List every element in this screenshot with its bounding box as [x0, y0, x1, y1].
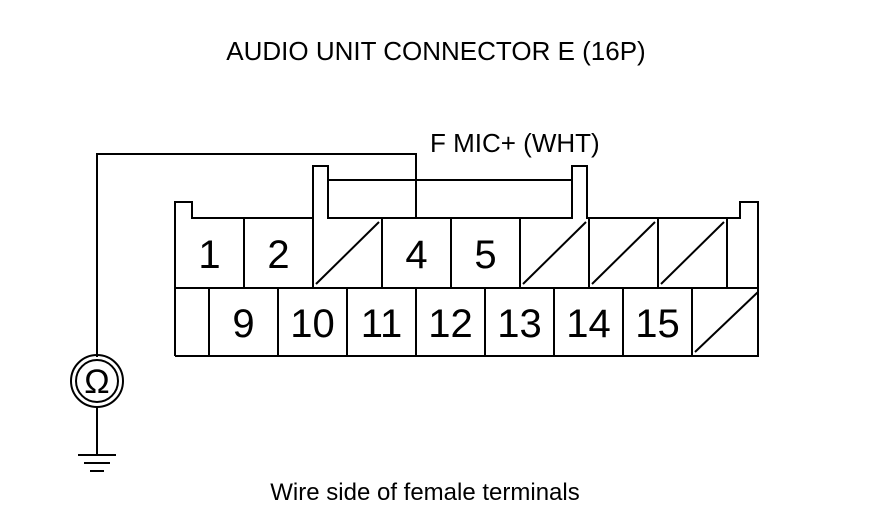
- wire-label: F MIC+ (WHT): [430, 128, 600, 158]
- connector-bottom-row: 9 10 11 12 13 14 15: [208, 288, 759, 356]
- terminal-11: 11: [361, 302, 403, 346]
- terminal-4: 4: [405, 233, 427, 277]
- terminal-14: 14: [566, 302, 611, 346]
- blank-terminal-slash: [315, 221, 380, 285]
- blank-terminal-slash: [660, 221, 725, 285]
- terminal-1: 1: [198, 233, 220, 277]
- blank-terminal-slash: [522, 221, 587, 285]
- diagram-title: AUDIO UNIT CONNECTOR E (16P): [226, 36, 645, 66]
- housing-outline: [174, 165, 759, 357]
- blank-terminal-slash: [591, 221, 656, 285]
- blank-terminal-slash: [694, 291, 759, 353]
- ohmmeter-icon: Ω: [70, 354, 124, 408]
- test-lead-wire: [96, 153, 417, 357]
- terminal-12: 12: [428, 302, 473, 346]
- terminal-10: 10: [290, 302, 335, 346]
- terminal-2: 2: [267, 233, 289, 277]
- terminal-15: 15: [635, 302, 680, 346]
- diagram-caption: Wire side of female terminals: [270, 479, 579, 506]
- ohm-symbol: Ω: [84, 363, 109, 401]
- terminal-13: 13: [497, 302, 542, 346]
- terminal-9: 9: [232, 302, 254, 346]
- connector-top-row: 1 2 4 5: [174, 218, 728, 288]
- connector-housing: [174, 165, 759, 357]
- ground-icon: [78, 407, 116, 472]
- terminal-5: 5: [474, 233, 496, 277]
- ohmmeter-inner-ring: [75, 359, 119, 403]
